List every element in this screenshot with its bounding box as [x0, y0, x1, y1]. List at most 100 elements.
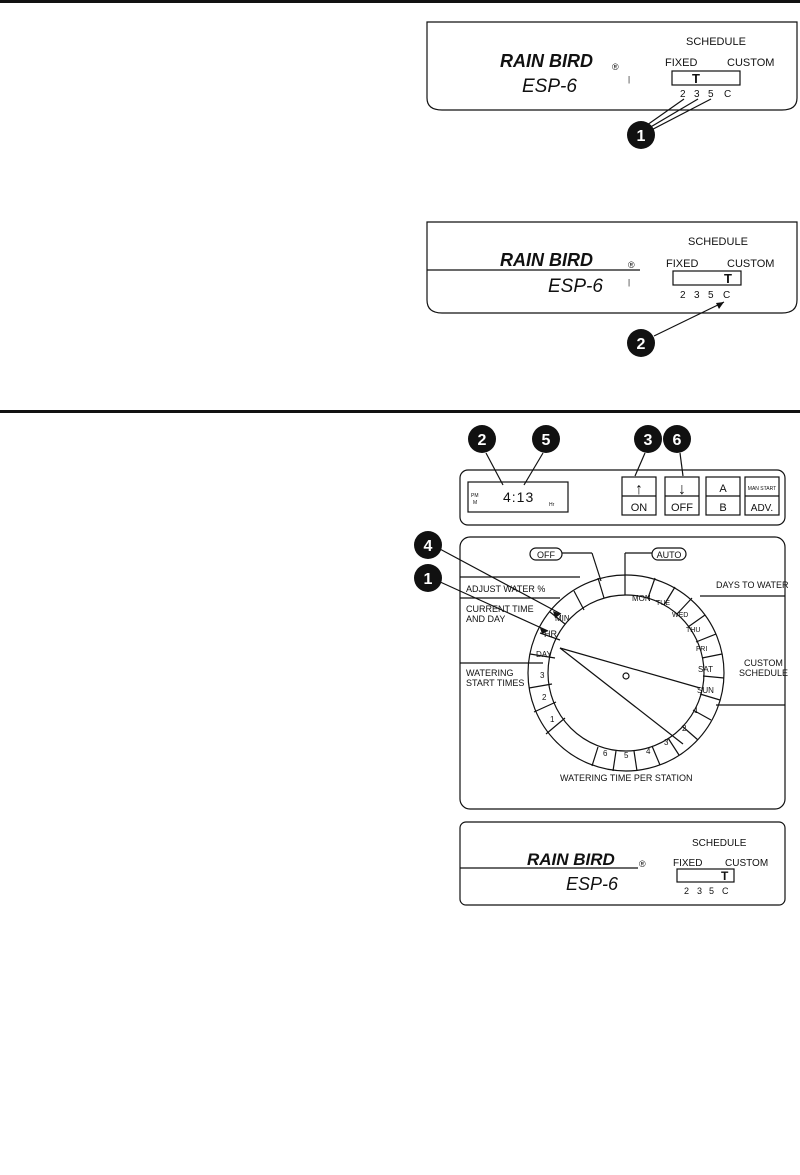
callout-number: 6 [673, 432, 682, 449]
callout-badge-2 [468, 425, 496, 453]
custom-label: CUSTOM [727, 258, 774, 270]
station-segment[interactable]: 6 [603, 749, 608, 758]
day-segment-fri[interactable]: FRI [696, 646, 707, 653]
auto-position-marker[interactable] [651, 547, 687, 561]
dial-pointer [559, 647, 701, 689]
day-segment-mon[interactable]: MON [632, 594, 651, 603]
schedule-label: SCHEDULE [686, 36, 746, 48]
schedule-label: SCHEDULE [739, 668, 788, 678]
dial-pointer-tail [559, 647, 684, 745]
callout-number: 1 [424, 571, 433, 588]
model-name: ESP-6 [566, 874, 619, 894]
button-label: MAN START [748, 486, 776, 492]
schedule-switch-handle[interactable]: T [724, 271, 732, 286]
callout-number: 3 [644, 432, 653, 449]
controller-faceplate-3: RAIN BIRD ® ESP-6 SCHEDULE FIXED CUSTOM … [459, 821, 786, 906]
switch-positions: 2 3 5 C [680, 290, 730, 301]
model-name: ESP-6 [548, 276, 603, 297]
day-segment-wed[interactable]: WED [672, 612, 688, 619]
brand-logo: RAIN BIRD [500, 51, 593, 71]
start-times-label: START TIMES [466, 678, 524, 688]
switch-positions: 2 3 5 C [680, 89, 731, 100]
up-arrow-icon: ↑ [635, 481, 643, 498]
callout-badge-1 [627, 121, 655, 149]
callout-badge-1 [414, 564, 442, 592]
controller-faceplate-1: RAIN BIRD ® ESP-6 | SCHEDULE FIXED CUSTO… [426, 21, 798, 111]
divider-mark: | [628, 75, 630, 84]
auto-label: AUTO [657, 550, 682, 560]
display-callouts: 2 5 3 6 [468, 425, 691, 486]
model-name: ESP-6 [522, 76, 577, 97]
position-label: 3 [694, 89, 700, 100]
adjust-water-label: ADJUST WATER % [466, 584, 545, 594]
button-program-ab[interactable]: A B [705, 476, 741, 516]
schedule-switch-handle[interactable]: T [692, 71, 700, 86]
schedule-switch-slot[interactable] [671, 70, 741, 86]
station-segment[interactable]: 2 [682, 724, 687, 733]
rotary-dial[interactable] [547, 594, 705, 752]
button-manual-start-advance[interactable]: MAN START ADV. [744, 476, 780, 516]
button-label: ON [631, 502, 648, 514]
callout-number: 2 [478, 432, 487, 449]
button-off[interactable]: ↓ OFF [664, 476, 700, 516]
station-segment[interactable]: 4 [646, 747, 651, 756]
registered-mark: ® [639, 859, 646, 869]
station-segment[interactable]: 1 [694, 706, 699, 715]
lcd-indicator: PM [471, 493, 479, 499]
button-on[interactable]: ↑ ON [621, 476, 657, 516]
fixed-label: FIXED [666, 258, 698, 270]
position-label: C [722, 886, 729, 896]
callout-number: 1 [637, 128, 646, 145]
callout-number: 2 [637, 336, 646, 353]
dial-center [622, 672, 630, 680]
start-time-segment[interactable]: 1 [550, 715, 555, 724]
day-segment-sun[interactable]: SUN [697, 686, 714, 695]
schedule-switch-handle[interactable]: T [721, 869, 729, 883]
schedule-label: SCHEDULE [688, 236, 748, 248]
custom-label: CUSTOM [725, 858, 768, 869]
day-segment-sat[interactable]: SAT [698, 665, 713, 674]
button-label: A [719, 483, 727, 495]
start-time-segment[interactable]: 3 [540, 671, 545, 680]
lcd-display [467, 481, 569, 513]
off-label: OFF [537, 550, 555, 560]
callout-2-pointer: 2 [627, 301, 725, 357]
segment-hr[interactable]: HR [544, 629, 557, 639]
station-segment[interactable]: 5 [624, 751, 629, 760]
off-position-marker[interactable] [529, 547, 563, 561]
controller-faceplate-2: RAIN BIRD ® ESP-6 | SCHEDULE FIXED CUSTO… [426, 221, 798, 314]
start-time-segment[interactable]: 2 [542, 693, 547, 702]
callout-1-pointers: 1 [627, 98, 712, 149]
schedule-switch-slot[interactable] [676, 868, 735, 883]
day-segment-thu[interactable]: THU [686, 627, 700, 634]
segment-day[interactable]: DAY [536, 650, 553, 659]
and-day-label: AND DAY [466, 614, 505, 624]
position-label: 3 [697, 886, 702, 896]
position-label: 5 [709, 886, 714, 896]
schedule-label: SCHEDULE [692, 838, 747, 849]
registered-mark: ® [612, 62, 619, 72]
lcd-indicator: M [473, 500, 477, 506]
segment-min[interactable]: MIN [555, 614, 570, 623]
lcd-indicator: Hr [549, 502, 555, 508]
button-label: ADV. [751, 503, 773, 514]
callout-badge-2 [627, 329, 655, 357]
position-label: C [723, 290, 730, 301]
position-label: 2 [680, 89, 686, 100]
station-segment[interactable]: 3 [664, 738, 669, 747]
dial-panel: OFF AUTO ADJUST WATER % CURRENT TIME AND… [459, 536, 789, 810]
day-segment-tue[interactable]: TUE [656, 600, 670, 607]
callout-badge-6 [663, 425, 691, 453]
schedule-switch-slot[interactable] [672, 270, 742, 286]
position-label: 5 [708, 89, 714, 100]
brand-logo: RAIN BIRD [527, 850, 615, 869]
days-to-water-label: DAYS TO WATER [716, 580, 789, 590]
watering-time-label: WATERING TIME PER STATION [560, 773, 693, 783]
brand-logo: RAIN BIRD [500, 250, 593, 270]
dial-segment-dividers [528, 577, 725, 772]
custom-label: CUSTOM [727, 57, 774, 69]
position-label: 2 [684, 886, 689, 896]
down-arrow-icon: ↓ [678, 481, 686, 498]
dial-callouts: 4 1 [414, 531, 562, 634]
